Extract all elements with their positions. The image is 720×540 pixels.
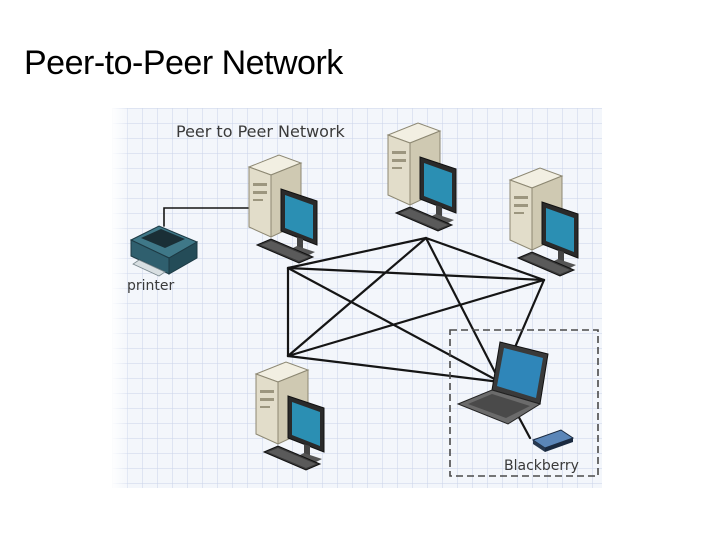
cable-pc-top-left-to-pc-top-middle [286,236,428,270]
laptop-icon[interactable] [456,341,549,425]
cable-pc-top-middle-to-laptop [424,236,502,384]
cable-pc-bottom-left-to-laptop [286,354,502,384]
slide-title: Peer-to-Peer Network [24,44,343,82]
cable-pc-top-left-to-pc-top-right [286,266,546,282]
blackberry-label: Blackberry [504,458,579,474]
cable-pc-top-middle-to-pc-bottom-left [286,236,428,358]
smartphone-icon[interactable] [531,429,575,452]
mobile-group-box [449,329,599,477]
cable-pc-top-right-to-pc-bottom-left [286,278,546,358]
printer-icon[interactable] [129,225,199,277]
printer-label: printer [127,278,175,294]
diagram-title: Peer to Peer Network [176,122,346,141]
network-diagram: Peer to Peer Network printer Blackberry [112,108,602,488]
cable-pc-top-middle-to-pc-top-right [424,236,546,282]
cable-pc-top-left-to-printer [163,207,249,227]
